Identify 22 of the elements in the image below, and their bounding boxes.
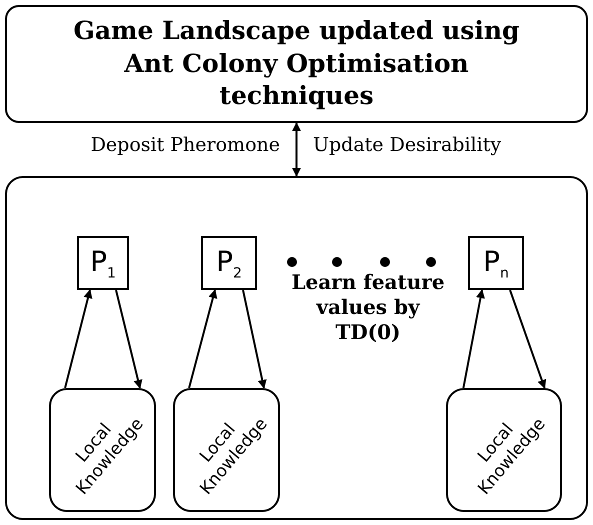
player-box xyxy=(201,236,257,290)
arrow xyxy=(292,122,301,177)
player-box xyxy=(77,236,129,290)
knowledge-box xyxy=(49,388,156,512)
arrow xyxy=(115,290,142,389)
arrow xyxy=(242,290,267,389)
player-box xyxy=(468,236,524,290)
arrow xyxy=(509,290,546,389)
edge-side-label: Deposit Pheromone xyxy=(90,134,280,158)
box-title: Game Landscape updated using Ant Colony Optimisation techniques xyxy=(72,15,520,112)
player-label: P$_{2}$ xyxy=(216,244,242,282)
annotation-text: Learn feature values by TD(0) xyxy=(290,270,446,345)
knowledge-box xyxy=(446,388,562,512)
arrow xyxy=(462,289,485,388)
arrow xyxy=(188,289,218,388)
edge-side-label: Update Desirability xyxy=(313,134,502,158)
arrow xyxy=(64,289,92,388)
player-label: P$_{n}$ xyxy=(483,244,509,282)
container-box xyxy=(5,176,588,520)
knowledge-box xyxy=(173,388,280,512)
player-label: P$_{1}$ xyxy=(90,244,116,282)
process-box xyxy=(5,5,588,123)
